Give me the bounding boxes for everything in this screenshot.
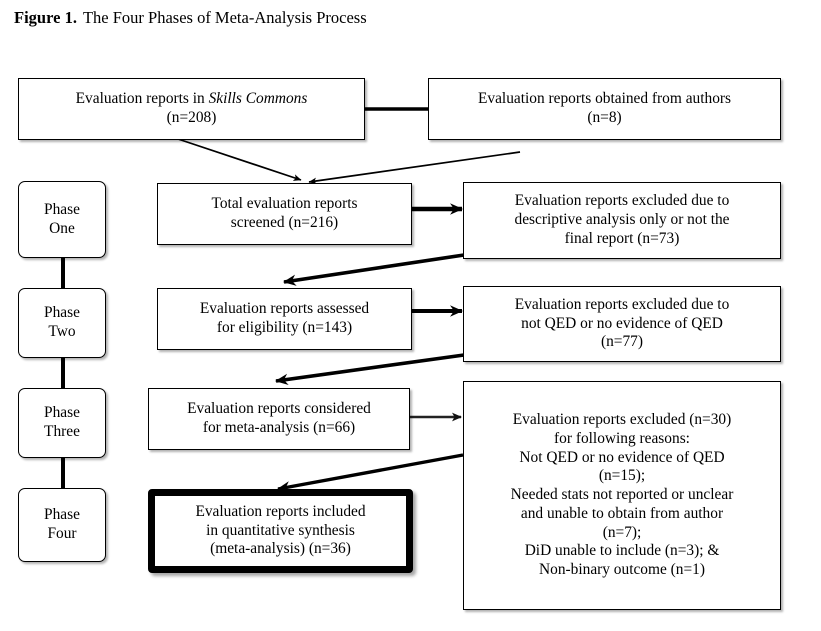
- arrow-authors-to-screened: [308, 151, 521, 185]
- arrow-exclusion-second-to-considered: [275, 353, 465, 386]
- source-authors-line1: Evaluation reports obtained from authors: [477, 90, 732, 108]
- source-skills-commons-italic: Skills Commons: [208, 90, 308, 108]
- flow-box-considered[interactable]: Evaluation reports considered for meta-a…: [148, 388, 410, 450]
- flow-screened-line2: screened (n=216): [230, 214, 339, 231]
- phase-one-line2: One: [49, 219, 75, 237]
- figure-label: Figure 1.: [14, 8, 77, 27]
- exclusion-third-line2: for following reasons:: [554, 429, 690, 447]
- exclusion-third-line1: Evaluation reports excluded (n=30): [512, 410, 732, 428]
- phase-four-line1: Phase: [44, 506, 80, 524]
- phase-box-two[interactable]: Phase Two: [18, 288, 106, 358]
- flow-screened-line1: Total evaluation reports: [211, 195, 358, 213]
- phase-box-four[interactable]: Phase Four: [18, 488, 106, 562]
- phase-two-line1: Phase: [44, 304, 80, 322]
- exclusion-third-line5: Needed stats not reported or unclear: [510, 486, 734, 504]
- phase-three-line2: Three: [44, 423, 80, 440]
- source-authors-text: Evaluation reports obtained from authors…: [429, 90, 780, 128]
- source-box-authors[interactable]: Evaluation reports obtained from authors…: [428, 78, 781, 140]
- source-skills-commons-prefix: Evaluation reports in: [75, 90, 209, 108]
- exclusion-third-line4: (n=15);: [598, 467, 646, 485]
- source-skills-commons-text: Evaluation reports in Skills Commons (n=…: [19, 90, 364, 128]
- phase-two-text: Phase Two: [19, 304, 105, 342]
- flow-assessed-line1: Evaluation reports assessed: [199, 300, 370, 318]
- arrow-exclusion-first-to-assessed: [283, 253, 465, 286]
- source-box-skills-commons[interactable]: Evaluation reports in Skills Commons (n=…: [18, 78, 365, 140]
- exclusion-second-text: Evaluation reports excluded due to not Q…: [464, 296, 780, 352]
- exclusion-box-second[interactable]: Evaluation reports excluded due to not Q…: [463, 286, 781, 362]
- flow-included-text: Evaluation reports included in quantitat…: [155, 503, 406, 559]
- flow-box-screened[interactable]: Total evaluation reports screened (n=216…: [157, 183, 412, 245]
- phase-two-line2: Two: [48, 323, 76, 340]
- exclusion-third-text: Evaluation reports excluded (n=30) for f…: [464, 411, 780, 580]
- phase-one-line1: Phase: [44, 200, 80, 218]
- exclusion-box-third[interactable]: Evaluation reports excluded (n=30) for f…: [463, 381, 781, 610]
- phase-four-text: Phase Four: [19, 506, 105, 544]
- flow-box-assessed[interactable]: Evaluation reports assessed for eligibil…: [157, 288, 412, 350]
- source-authors-line2: (n=8): [587, 109, 622, 126]
- source-skills-commons-count: (n=208): [166, 109, 217, 126]
- phase-three-text: Phase Three: [19, 404, 105, 442]
- spine-phase-one-two: [61, 258, 65, 288]
- flow-assessed-line2: for eligibility (n=143): [216, 319, 353, 336]
- exclusion-first-line3: final report (n=73): [564, 229, 680, 247]
- exclusion-third-line3: Not QED or no evidence of QED: [519, 448, 725, 466]
- arrow-exclusion-third-to-included: [277, 453, 464, 493]
- exclusion-box-first[interactable]: Evaluation reports excluded due to descr…: [463, 182, 781, 259]
- exclusion-first-text: Evaluation reports excluded due to descr…: [464, 192, 780, 248]
- exclusion-first-line2: descriptive analysis only or not the: [514, 211, 730, 229]
- figure-title: Figure 1. The Four Phases of Meta-Analysi…: [14, 8, 367, 28]
- phase-four-line2: Four: [47, 525, 77, 542]
- exclusion-third-line8: DiD unable to include (n=3); &: [524, 542, 720, 560]
- exclusion-third-line9: Non-binary outcome (n=1): [539, 561, 705, 579]
- spine-phase-three-four: [61, 458, 65, 488]
- exclusion-second-line2: not QED or no evidence of QED: [521, 314, 723, 332]
- flow-included-line3: (meta-analysis) (n=36): [210, 540, 351, 558]
- phase-three-line1: Phase: [44, 404, 80, 422]
- flow-box-included[interactable]: Evaluation reports included in quantitat…: [148, 489, 413, 573]
- spine-phase-two-three: [61, 358, 65, 388]
- exclusion-second-line1: Evaluation reports excluded due to: [514, 295, 730, 313]
- exclusion-second-line3: (n=77): [600, 333, 644, 351]
- flow-considered-text: Evaluation reports considered for meta-a…: [149, 400, 409, 438]
- exclusion-first-line1: Evaluation reports excluded due to: [514, 192, 730, 210]
- flow-assessed-text: Evaluation reports assessed for eligibil…: [158, 300, 411, 338]
- flow-considered-line1: Evaluation reports considered: [187, 400, 371, 418]
- exclusion-third-line7: (n=7);: [602, 523, 642, 541]
- flow-included-line2: in quantitative synthesis: [206, 521, 355, 539]
- phase-box-one[interactable]: Phase One: [18, 181, 106, 258]
- figure-caption: The Four Phases of Meta-Analysis Process: [82, 8, 367, 27]
- phase-box-three[interactable]: Phase Three: [18, 388, 106, 458]
- flow-considered-line2: for meta-analysis (n=66): [202, 419, 356, 436]
- arrow-skillscommons-to-screened: [177, 138, 302, 181]
- exclusion-third-line6: and unable to obtain from author: [520, 504, 724, 522]
- phase-one-text: Phase One: [19, 201, 105, 239]
- flow-screened-text: Total evaluation reports screened (n=216…: [158, 195, 411, 233]
- flow-included-line1: Evaluation reports included: [195, 502, 366, 520]
